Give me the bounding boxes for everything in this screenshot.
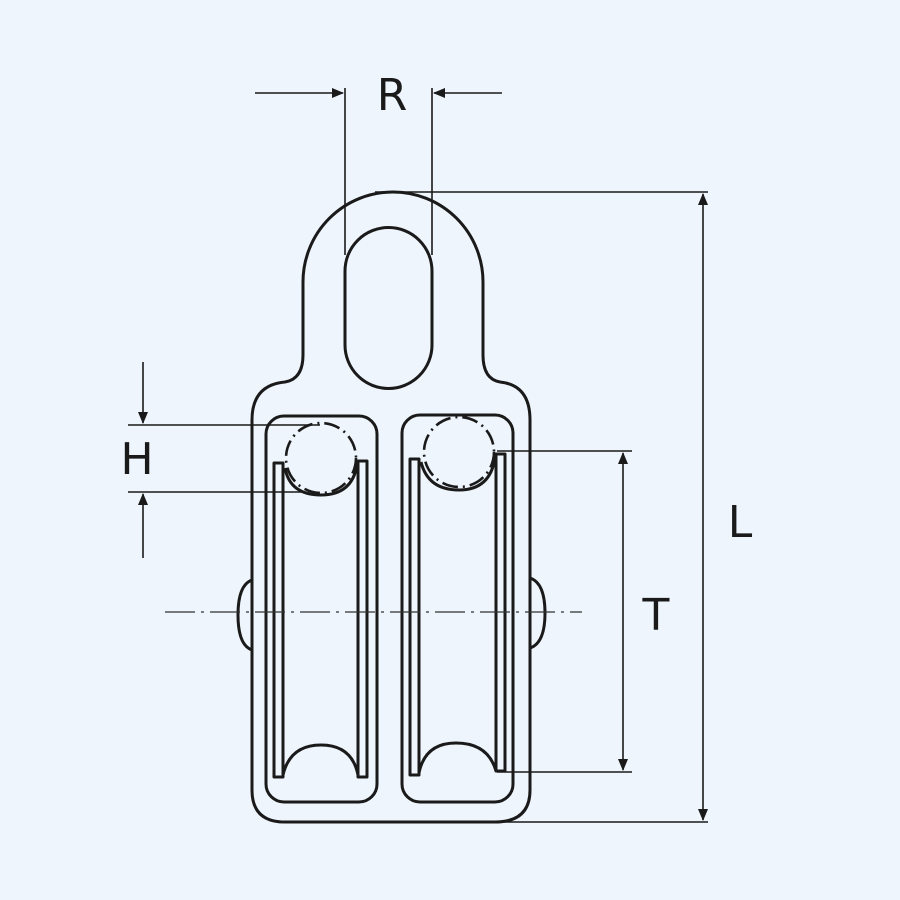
rope-circle-right (422, 415, 496, 489)
shackle-eye (343, 226, 434, 390)
label-R: R (377, 70, 408, 121)
dimension-R: R (255, 70, 502, 255)
block-body (236, 190, 547, 824)
label-L: L (728, 497, 753, 548)
label-T: T (642, 590, 670, 641)
sheave-right (400, 413, 515, 804)
dimension-L: L (375, 191, 753, 823)
cheek-right (400, 413, 515, 804)
sheave-left (264, 414, 379, 804)
outer-frame (250, 190, 532, 824)
label-H: H (120, 434, 153, 485)
dimension-T: T (497, 450, 670, 773)
rope-circle-left (284, 421, 358, 495)
dimension-H: H (120, 362, 320, 558)
axle-boss-right (529, 576, 547, 650)
cheek-left (264, 414, 379, 804)
axle-boss-left (236, 578, 253, 652)
